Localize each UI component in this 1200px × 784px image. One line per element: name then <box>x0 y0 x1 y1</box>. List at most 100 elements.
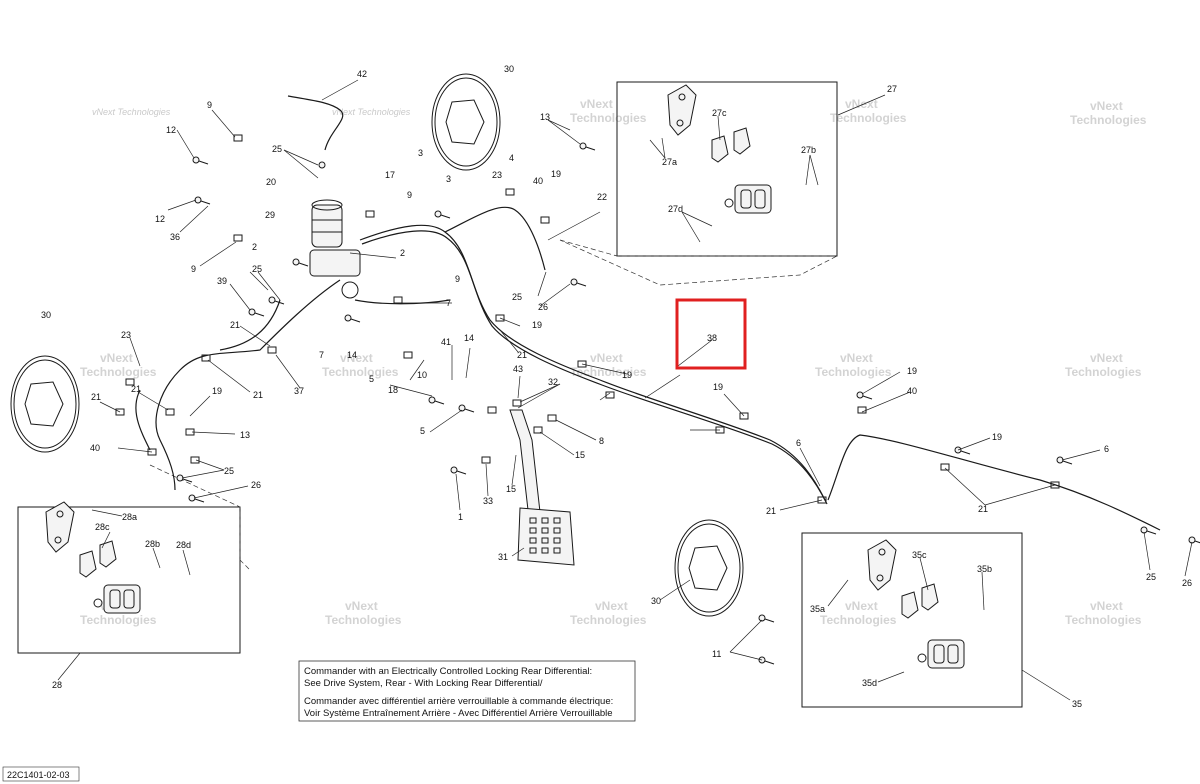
part-label: 42 <box>357 69 367 79</box>
part-label: 30 <box>504 64 514 74</box>
part-label: 25 <box>512 292 522 302</box>
part-label: 19 <box>622 370 632 380</box>
part-label: 40 <box>90 443 100 453</box>
reference-code: 22C1401-02-03 <box>2 766 80 782</box>
watermark-text: vNext <box>340 351 373 365</box>
watermark-text: vNext <box>845 97 878 111</box>
watermark-text: vNext <box>590 351 623 365</box>
highlight-box-part-38 <box>675 298 747 370</box>
leader-lines <box>57 79 1193 701</box>
part-label: 25 <box>272 144 282 154</box>
pad-28c-2 <box>99 540 117 568</box>
part-label: 27c <box>712 108 727 118</box>
watermark-text: Technologies <box>1065 613 1142 627</box>
watermark-text: vNext <box>840 351 873 365</box>
inset-box-rear-caliper-right <box>801 532 1023 708</box>
watermark-text: Technologies <box>325 613 402 627</box>
differential-note: Commander with an Electrically Controlle… <box>298 660 636 722</box>
watermark-text: Technologies <box>820 613 897 627</box>
watermarks: vNext Technologies vNext Technologies vN… <box>80 97 1147 627</box>
part-label: 35c <box>912 550 927 560</box>
part-label: 15 <box>506 484 516 494</box>
part-label: 9 <box>191 264 196 274</box>
note-line: Voir Système Entraînement Arrière - Avec… <box>304 708 613 719</box>
part-label: 27d <box>668 204 683 214</box>
part-label: 23 <box>121 330 131 340</box>
part-label: 21 <box>978 504 988 514</box>
part-label: 15 <box>575 450 585 460</box>
part-label: 9 <box>207 100 212 110</box>
inset-box-front-caliper-left <box>17 464 251 654</box>
part-label: 13 <box>540 112 550 122</box>
watermark-text: vNext <box>1090 351 1123 365</box>
part-label: 14 <box>464 333 474 343</box>
part-label: 33 <box>483 496 493 506</box>
brake-master-cylinder <box>309 161 361 299</box>
watermark-text: vNext <box>1090 99 1123 113</box>
part-label: 14 <box>347 350 357 360</box>
part-label: 11 <box>712 649 721 659</box>
watermark-text: Technologies <box>570 111 647 125</box>
fasteners <box>115 134 1200 665</box>
note-line: Commander avec différentiel arrière verr… <box>304 696 613 707</box>
part-label: 4 <box>509 153 514 163</box>
pad-35c-1 <box>901 591 919 619</box>
part-label: 21 <box>253 390 263 400</box>
caliper-35 <box>917 639 965 669</box>
part-label: 12 <box>166 125 176 135</box>
part-label: 28d <box>176 540 191 550</box>
part-label: 38 <box>707 333 717 343</box>
bracket-35a <box>867 539 897 591</box>
part-label: 13 <box>240 430 250 440</box>
part-label: 19 <box>551 169 561 179</box>
part-label: 28 <box>52 680 62 690</box>
watermark-text: Technologies <box>1070 113 1147 127</box>
part-label: 28b <box>145 539 160 549</box>
watermark-text: vNext <box>580 97 613 111</box>
bracket-28a <box>45 501 75 553</box>
watermark-text: Technologies <box>80 365 157 379</box>
part-label: 35d <box>862 678 877 688</box>
part-label: 3 <box>418 148 423 158</box>
watermark-text: vNext Technologies <box>92 107 171 117</box>
watermark-text: Technologies <box>830 111 907 125</box>
watermark-text: Technologies <box>815 365 892 379</box>
part-label: 27 <box>887 84 897 94</box>
part-label: 12 <box>155 214 165 224</box>
part-label: 6 <box>796 438 801 448</box>
part-label: 18 <box>388 385 398 395</box>
part-label: 20 <box>266 177 276 187</box>
part-label: 26 <box>1182 578 1192 588</box>
pad-27c-2 <box>733 127 751 155</box>
part-label: 5 <box>420 426 425 436</box>
part-label: 5 <box>369 374 374 384</box>
pad-35c-2 <box>921 583 939 611</box>
part-label: 32 <box>548 377 558 387</box>
brake-disc-bottom <box>674 519 744 617</box>
pad-28c-1 <box>79 550 97 578</box>
part-label: 35a <box>810 604 825 614</box>
part-label: 19 <box>532 320 542 330</box>
part-labels: 42 30 27 9 12 25 3 13 4 27c 20 17 40 19 … <box>41 64 1192 709</box>
watermark-text: Technologies <box>322 365 399 379</box>
watermark-text: vNext <box>345 599 378 613</box>
part-label: 19 <box>212 386 222 396</box>
brake-disc-top <box>431 73 501 171</box>
part-label: 30 <box>651 596 661 606</box>
part-label: 9 <box>407 190 412 200</box>
part-label: 35b <box>977 564 992 574</box>
part-label: 26 <box>251 480 261 490</box>
part-label: 28a <box>122 512 137 522</box>
brake-lines <box>135 95 1161 531</box>
part-label: 2 <box>400 248 405 258</box>
part-label: 27b <box>801 145 816 155</box>
part-label: 21 <box>91 392 101 402</box>
part-label: 19 <box>992 432 1002 442</box>
part-label: 1 <box>458 512 463 522</box>
part-label: 19 <box>713 382 723 392</box>
part-label: 43 <box>513 364 523 374</box>
part-label: 21 <box>230 320 240 330</box>
watermark-text: Technologies <box>80 613 157 627</box>
part-label: 10 <box>417 370 427 380</box>
